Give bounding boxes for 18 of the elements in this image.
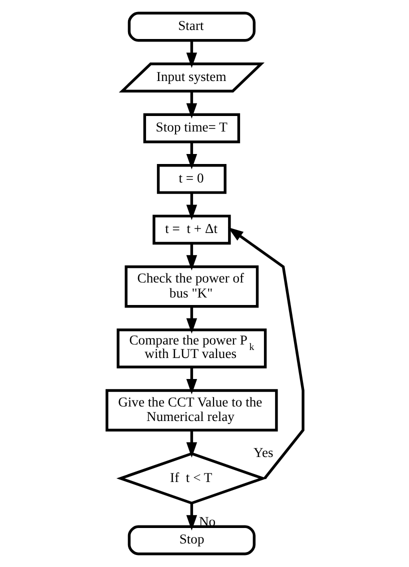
node-box: Give the CCT Value to the Numerical relay <box>105 389 278 432</box>
arrow <box>186 244 197 270</box>
arrow <box>186 91 197 119</box>
node-box: Stop <box>127 525 256 556</box>
arrow <box>227 227 304 480</box>
node-box: Check the power of bus "K" <box>124 265 258 308</box>
node-box: Stop time= T <box>142 113 240 144</box>
arrow <box>186 503 197 531</box>
arrow <box>186 306 197 334</box>
node-box: t = 0 <box>156 164 226 194</box>
arrow <box>186 142 197 170</box>
arrow <box>186 40 197 68</box>
arrow <box>186 367 197 394</box>
node-box: Start <box>127 12 256 42</box>
node-box: Compare the power P$_{k}$ with LUT values <box>116 328 266 368</box>
arrow <box>186 430 197 458</box>
node-box: t = t + Δt <box>152 214 230 245</box>
arrow <box>186 192 197 220</box>
